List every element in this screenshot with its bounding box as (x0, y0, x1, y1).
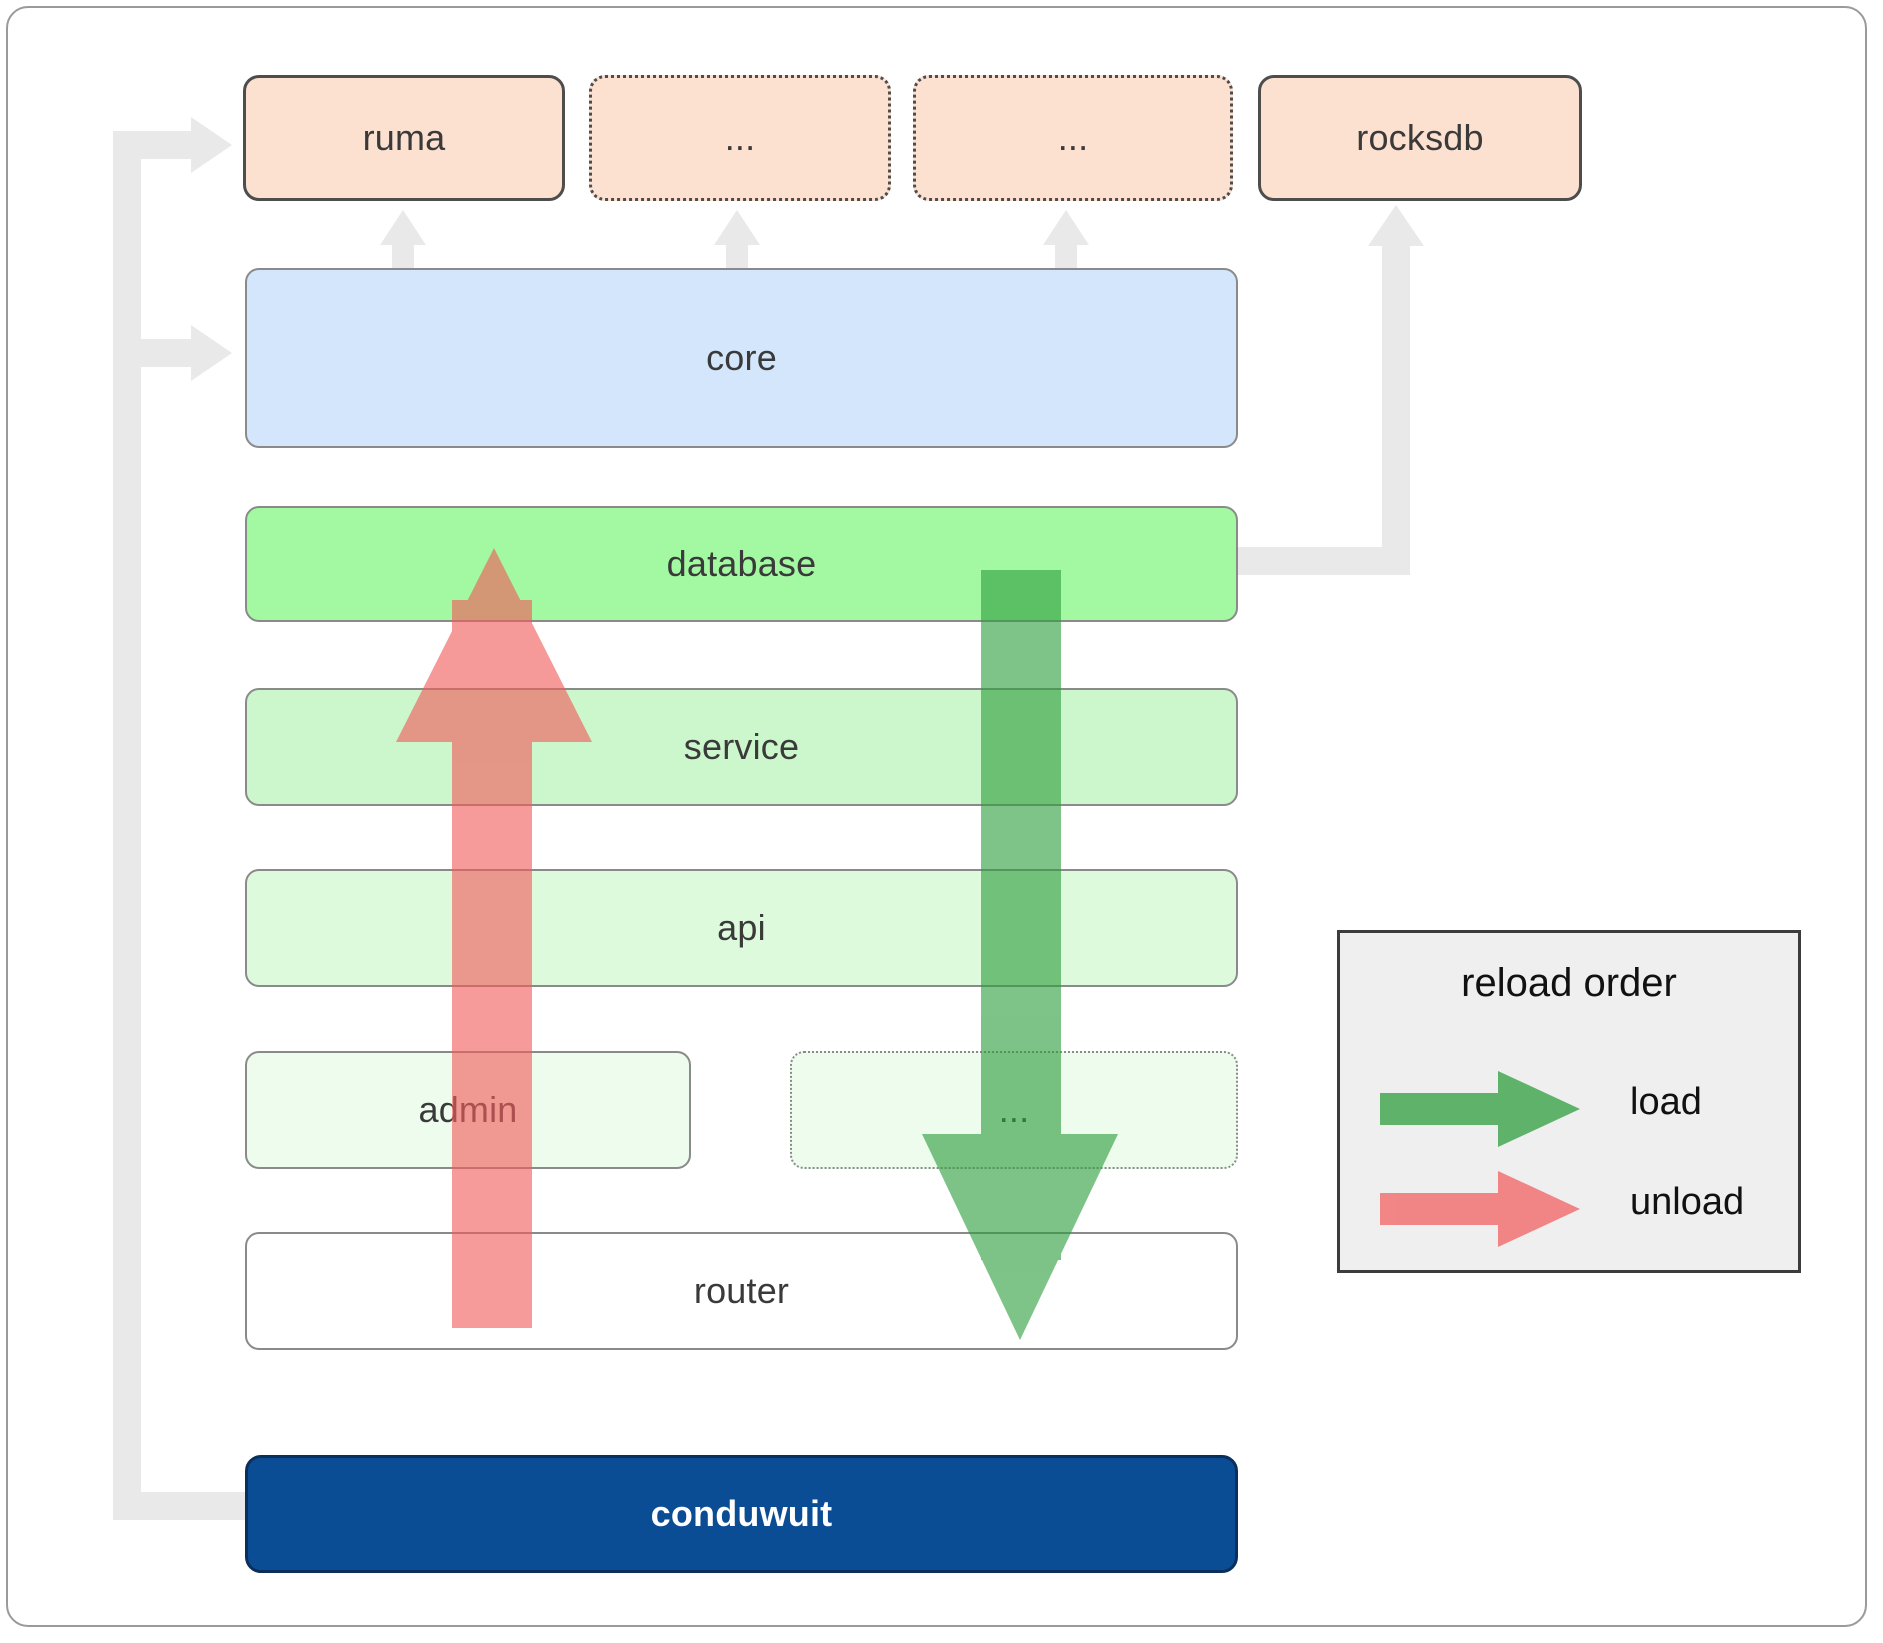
legend-title: reload order (1461, 961, 1677, 1005)
layer-box-ellipsis[interactable]: ... (790, 1051, 1238, 1169)
dependency-label-rocksdb: rocksdb (1356, 117, 1484, 158)
dependency-box-ellipsis-2[interactable]: ... (913, 75, 1233, 201)
layer-label-admin: admin (418, 1089, 518, 1130)
legend-load-arrow-icon (1380, 1071, 1580, 1147)
layer-label-api: api (717, 907, 766, 948)
dependency-box-rocksdb[interactable]: rocksdb (1258, 75, 1582, 201)
layer-box-service[interactable]: service (245, 688, 1238, 806)
layer-label-service: service (683, 726, 800, 767)
legend-unload-arrow-icon (1380, 1171, 1580, 1247)
dependency-box-ellipsis-1[interactable]: ... (589, 75, 891, 201)
legend-label-unload: unload (1630, 1181, 1745, 1223)
layer-label-core: core (706, 337, 777, 378)
layer-box-api[interactable]: api (245, 869, 1238, 987)
layer-label-ellipsis: ... (998, 1089, 1030, 1130)
legend-row-unload: unload (1340, 1165, 1798, 1255)
legend-panel: reload order load unload (1337, 930, 1801, 1273)
dependency-label-ruma: ruma (362, 117, 446, 158)
diagram-frame (6, 6, 1867, 1627)
layer-label-database: database (666, 543, 817, 584)
layer-label-router: router (693, 1270, 790, 1311)
layer-box-admin[interactable]: admin (245, 1051, 691, 1169)
layer-box-router[interactable]: router (245, 1232, 1238, 1350)
dependency-label-ellipsis-1: ... (724, 117, 756, 158)
dependency-box-ruma[interactable]: ruma (243, 75, 565, 201)
layer-box-database[interactable]: database (245, 506, 1238, 622)
legend-row-load: load (1340, 1065, 1798, 1155)
application-label-conduwuit: conduwuit (650, 1493, 833, 1534)
legend-label-load: load (1630, 1081, 1702, 1123)
application-box-conduwuit[interactable]: conduwuit (245, 1455, 1238, 1573)
dependency-label-ellipsis-2: ... (1057, 117, 1089, 158)
layer-box-core[interactable]: core (245, 268, 1238, 448)
